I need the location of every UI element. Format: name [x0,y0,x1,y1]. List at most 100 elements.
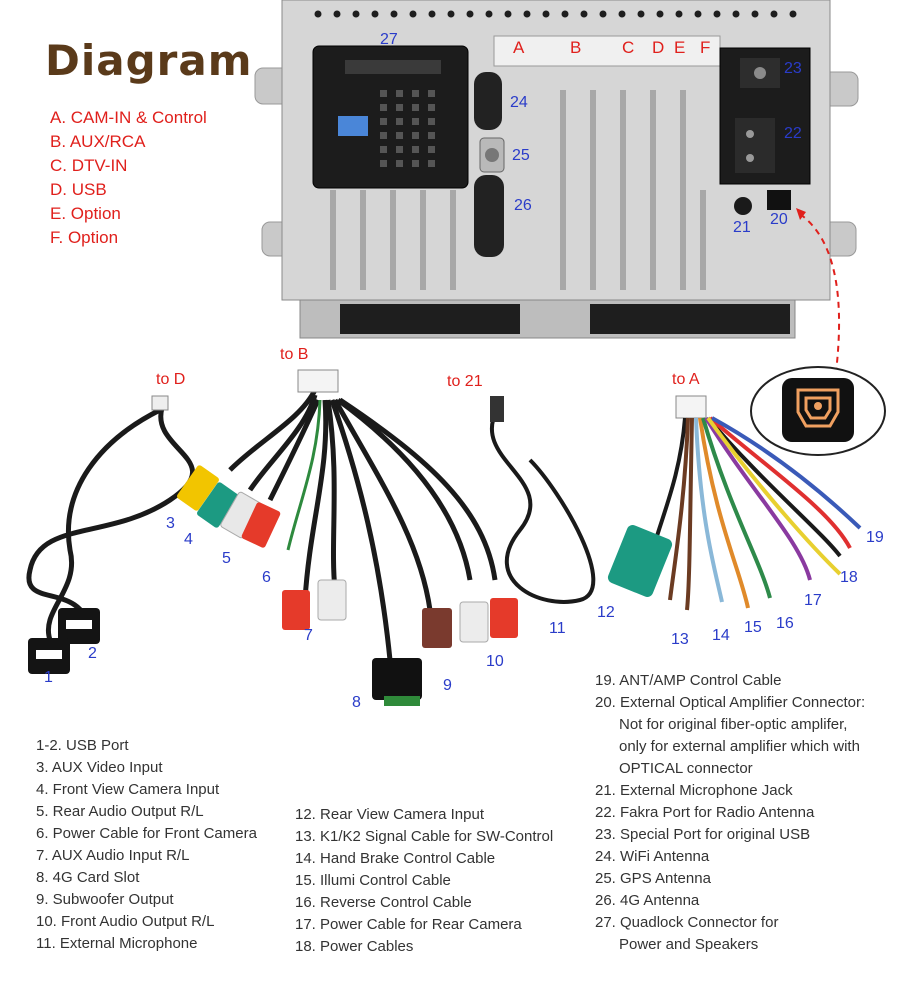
vent-dot [504,10,512,18]
usb-port-2-slot [66,620,92,629]
cable-number: 16 [776,615,794,632]
legend-item: 24. WiFi Antenna [595,848,710,865]
fakra-port [735,118,775,173]
label-22: 22 [784,125,802,142]
vent-dot [561,10,569,18]
usb-plug-head [151,395,169,411]
cable-number: 13 [671,631,689,648]
legend-item: 7. AUX Audio Input R/L [36,847,190,864]
vent-dot [656,10,664,18]
vent-dot [428,10,436,18]
target-to-a: to A [672,371,700,388]
vent-dot [447,10,455,18]
quadlock-pin [412,118,419,125]
rca-plug-yellow [177,465,219,511]
label-b: B [570,38,581,57]
quadlock-pin [396,132,403,139]
vent-dot [371,10,379,18]
cable-number: 17 [804,592,822,609]
vent-dot [713,10,721,18]
cable-number: 11 [549,620,566,637]
legend-item: 11. External Microphone [36,935,198,952]
fin [590,90,596,190]
rear-camera-rca [607,525,673,597]
vent-dot [390,10,398,18]
fin [680,190,686,290]
legend-item: 3. AUX Video Input [36,759,163,776]
vent-dot [580,10,588,18]
legend-item: 4. Front View Camera Input [36,781,220,798]
cable-number: 1 [44,669,53,686]
cable-number: 10 [486,653,504,670]
legend-item: 20. External Optical Amplifier Connector… [595,694,866,711]
cable-number: 18 [840,569,858,586]
label-24: 24 [510,94,528,111]
optical-pointer-arrow [799,213,841,373]
legend-item: Not for original fiber-optic amplifer, [619,716,848,733]
microphone-cable [489,409,596,604]
label-21: 21 [733,219,751,236]
fin [650,190,656,290]
rca-harness-plug [297,369,339,393]
legend-item: 5. Rear Audio Output R/L [36,803,204,820]
connector-legend-item: A. CAM-IN & Control [50,108,207,127]
connector-legend-item: E. Option [50,204,121,223]
label-c: C [622,38,634,57]
legend-item: 25. GPS Antenna [595,870,711,887]
quadlock-pin [428,90,435,97]
legend-item: 27. Quadlock Connector for [595,914,779,931]
fin [620,190,626,290]
fin [620,90,626,190]
legend-item: 6. Power Cable for Front Camera [36,825,257,842]
legend-item: 16. Reverse Control Cable [295,894,472,911]
vent-dot [352,10,360,18]
vent-dot [523,10,531,18]
legend-item: 21. External Microphone Jack [595,782,793,799]
cable-number: 2 [88,645,97,662]
legend-item: 18. Power Cables [295,938,414,955]
label-25: 25 [512,147,530,164]
4g-antenna-connector [474,175,504,257]
connector-legend-item: B. AUX/RCA [50,132,146,151]
gps-antenna-pin [485,148,499,162]
quadlock-pin [428,118,435,125]
label-f: F [700,38,710,57]
legend-item: 17. Power Cable for Rear Camera [295,916,522,933]
fin [330,190,336,290]
cable-number: 5 [222,550,231,567]
label-e: E [674,38,685,57]
vent-dot [314,10,322,18]
connector-strip [493,35,721,67]
label-a: A [513,38,525,57]
quadlock-pin [380,104,387,111]
control-harness [648,416,862,611]
vent-dot [409,10,417,18]
quadlock-pin [412,146,419,153]
microphone-plug [490,396,504,422]
legend-item: 13. K1/K2 Signal Cable for SW-Control [295,828,554,845]
rca-plug-red [241,502,281,548]
target-to-21: to 21 [447,373,483,390]
special-usb-pin [754,67,766,79]
4g-card-slot [372,658,422,700]
fin [420,190,426,290]
optical-port [767,190,791,210]
vent-dot [751,10,759,18]
cable-number: 6 [262,569,271,586]
rca-plug-white [317,579,347,621]
4g-card-board [384,696,420,706]
label-23: 23 [784,60,802,77]
vent-dot [637,10,645,18]
legend-item: 8. 4G Card Slot [36,869,140,886]
vent-dot [789,10,797,18]
fin [560,190,566,290]
rca-harness [228,388,498,661]
vent-dot [694,10,702,18]
fin [560,90,566,190]
rca-plug-red [282,590,310,630]
legend-item: 9. Subwoofer Output [36,891,174,908]
page-title: Diagram [45,36,253,85]
vent-dot [333,10,341,18]
connector-legend-item: D. USB [50,180,107,199]
